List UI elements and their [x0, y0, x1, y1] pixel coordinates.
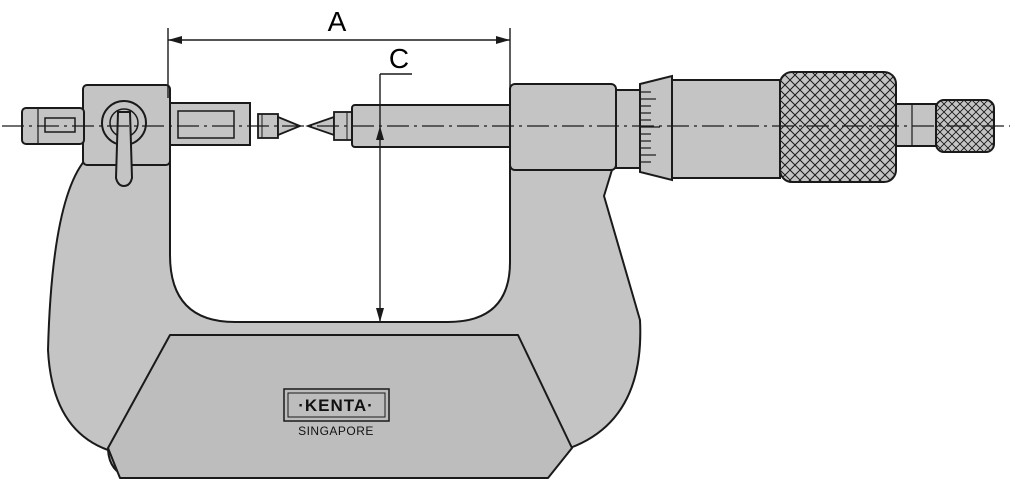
brand-logo-text: ·KENTA·: [298, 396, 374, 415]
dimension-c: [379, 73, 412, 322]
thimble: [639, 74, 673, 182]
dimension-a: [167, 28, 511, 98]
ratchet-neck: [895, 103, 937, 147]
knurled-grip: [779, 71, 897, 183]
sleeve: [615, 89, 641, 169]
thimble-body: [671, 79, 781, 179]
anvil-rod-slot: [177, 110, 235, 139]
dimension-a-label: A: [328, 6, 347, 37]
thimble-graduations: [641, 91, 660, 163]
brand-origin-text: SINGAPORE: [298, 424, 374, 438]
sleeve-housing: [509, 83, 617, 171]
dimension-c-label: C: [389, 43, 409, 74]
dimension-a-arrow-left: [168, 36, 182, 44]
brand-logo: ·KENTA· SINGAPORE: [283, 388, 390, 438]
dimension-a-arrow-right: [496, 36, 510, 44]
lock-lever: [114, 111, 134, 188]
dimension-c-arrow-bottom: [376, 308, 384, 322]
dimension-c-arrow-top: [376, 126, 384, 140]
anvil-shaft-slot: [44, 117, 76, 133]
